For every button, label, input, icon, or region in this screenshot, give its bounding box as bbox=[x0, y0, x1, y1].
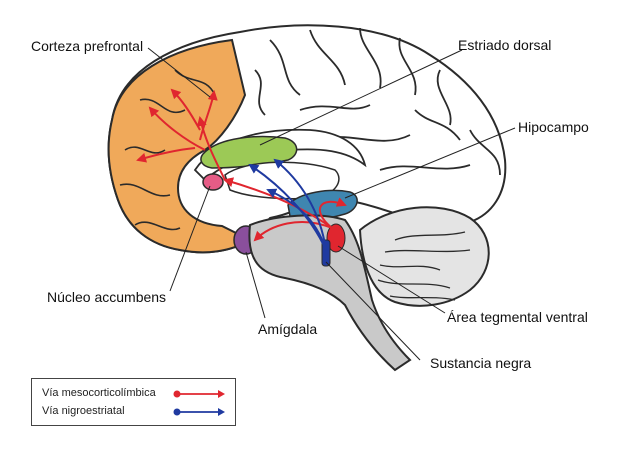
label-amygdala: Amígdala bbox=[258, 321, 318, 337]
label-ventral-tegmental-area: Área tegmental ventral bbox=[447, 309, 588, 325]
leader-lines bbox=[147, 47, 516, 361]
legend-label-nigrostriatal: Vía nigroestriatal bbox=[42, 405, 125, 417]
legend-key-nigrostriatal bbox=[173, 408, 225, 416]
legend-key-mesocorticolimbic bbox=[173, 390, 225, 398]
mesocorticolimbic-pathway bbox=[136, 88, 347, 242]
label-substantia-nigra: Sustancia negra bbox=[430, 355, 532, 371]
legend-item-nigrostriatal: Vía nigroestriatal bbox=[42, 405, 125, 417]
cerebellum-folia bbox=[377, 231, 471, 301]
nucleus-accumbens bbox=[202, 173, 224, 191]
label-prefrontal-cortex: Corteza prefrontal bbox=[31, 38, 144, 54]
nigrostriatal-pathway bbox=[248, 158, 327, 251]
dorsal-striatum bbox=[200, 135, 298, 169]
label-nucleus-accumbens: Núcleo accumbens bbox=[47, 289, 167, 305]
cerebellum bbox=[358, 206, 490, 307]
label-dorsal-striatum: Estriado dorsal bbox=[458, 37, 552, 53]
legend-item-mesocorticolimbic: Vía mesocorticolímbica bbox=[42, 387, 156, 399]
legend: Vía mesocorticolímbica Vía nigroestriata… bbox=[31, 378, 236, 426]
label-hippocampus: Hipocampo bbox=[518, 119, 589, 135]
ventral-tegmental-area bbox=[326, 223, 346, 253]
legend-label-mesocorticolimbic: Vía mesocorticolímbica bbox=[42, 387, 156, 399]
brainstem bbox=[248, 214, 412, 372]
